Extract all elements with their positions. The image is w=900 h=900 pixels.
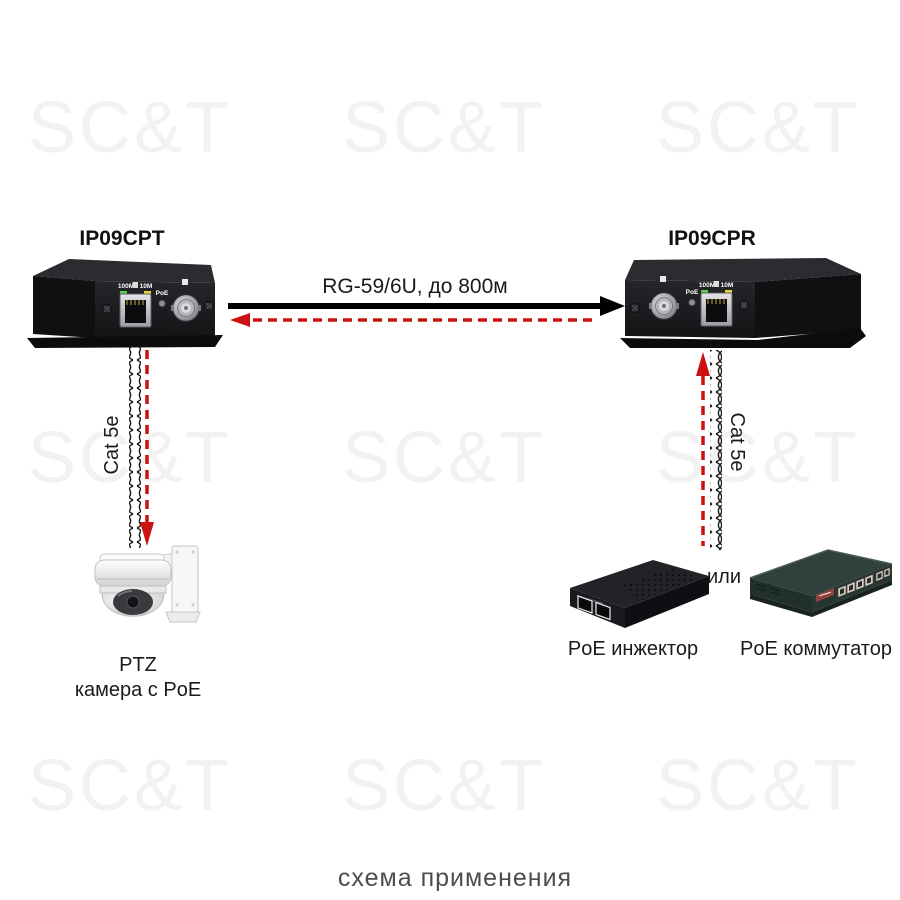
- device-mount-flange: [27, 335, 223, 348]
- watermark-logo: SC&T: [28, 88, 233, 168]
- watermark-logo: SC&T: [656, 418, 861, 498]
- power-cable: [696, 350, 722, 550]
- return-arrow-head: [230, 313, 250, 327]
- screw-slot: [205, 302, 213, 310]
- device-top-face: [33, 259, 215, 283]
- transmitter-title: IP09CPT: [79, 227, 165, 250]
- receiver-title: IP09CPR: [668, 227, 756, 250]
- watermark-logo: SC&T: [656, 88, 861, 168]
- ptz-camera-image: [94, 545, 201, 623]
- bnc-pin: [184, 306, 188, 310]
- bnc-tag: [182, 279, 188, 285]
- watermark-logo: SC&T: [28, 746, 233, 826]
- label-10m: 10M: [721, 282, 734, 289]
- watermark-logo: SC&T: [342, 88, 547, 168]
- port-opening: [877, 572, 882, 579]
- bracket-screw: [191, 550, 195, 554]
- injector-rj45-port: [577, 595, 593, 614]
- screw-slot: [740, 301, 748, 309]
- bracket-screw: [175, 603, 179, 607]
- link-act-icon: [713, 281, 719, 287]
- device-mount-flange: [620, 328, 866, 348]
- bnc-lug: [676, 303, 679, 309]
- watermark-logo: SC&T: [656, 746, 861, 826]
- port-opening: [885, 569, 889, 576]
- switch-label: PoE коммутатор: [740, 638, 892, 660]
- rj45-pins: [126, 300, 144, 305]
- injector-rj45-port: [595, 601, 611, 621]
- wall-bracket: [171, 545, 199, 613]
- diagram-caption: схема применения: [337, 864, 573, 892]
- bnc-lug: [649, 303, 652, 309]
- rj45-opening: [125, 300, 146, 323]
- device-side-face: [33, 276, 95, 338]
- lens-highlight: [117, 590, 133, 597]
- label-poe: PoE: [686, 289, 699, 296]
- twisted-pair-cable: [710, 350, 722, 550]
- rj45-opening: [706, 299, 727, 322]
- switch-top-face: [750, 550, 892, 596]
- poe-led: [688, 298, 696, 307]
- label-10m: 10M: [140, 283, 153, 290]
- power-flow-arrow-head: [140, 522, 154, 546]
- power-cable-label: Cat 5e: [726, 412, 748, 472]
- switch-vents: [755, 583, 781, 596]
- screw-slot: [631, 304, 639, 312]
- injector-label: PoE инжектор: [567, 638, 699, 660]
- transmitter-device-image: 100M 10M PoE: [27, 259, 223, 348]
- switch-base: [750, 580, 892, 617]
- label-100m: 100M: [118, 283, 134, 290]
- bracket-screw: [191, 603, 195, 607]
- label-100m: 100M: [699, 282, 715, 289]
- coax-link-arrows: [228, 296, 625, 327]
- camera-lens: [126, 595, 140, 609]
- camera-label: PTZ камера с PoE: [38, 653, 238, 703]
- receiver-device-image: PoE 100M 10M: [620, 258, 866, 348]
- poe-led: [158, 299, 166, 308]
- injector-vents: [621, 569, 701, 600]
- twisted-pair-cable: [129, 346, 141, 548]
- camera-cable-label: Cat 5e: [101, 415, 123, 475]
- forward-arrow-head: [600, 296, 625, 316]
- bnc-lug: [171, 305, 174, 311]
- switch-brand-label: [816, 588, 834, 602]
- screw-slot: [103, 305, 111, 313]
- camera-body: [94, 559, 172, 587]
- poe-switch-image: [749, 549, 893, 617]
- device-top-face: [625, 258, 861, 282]
- camera-cable: [129, 346, 154, 548]
- port-opening: [867, 577, 871, 584]
- coax-link-label: RG-59/6U, до 800м: [322, 275, 508, 298]
- device-side-face: [755, 274, 861, 338]
- link-act-icon: [132, 282, 138, 288]
- watermark-logo: SC&T: [28, 422, 232, 494]
- camera-label-line1: PTZ: [119, 654, 157, 676]
- bracket-screw: [175, 550, 179, 554]
- or-label: или: [706, 566, 741, 588]
- rj45-pins: [707, 299, 725, 304]
- brand-text-line: [819, 591, 831, 597]
- power-flow-arrow-head: [696, 352, 710, 376]
- switch-top-edge: [749, 549, 893, 579]
- label-poe: PoE: [156, 290, 169, 297]
- bnc-pin: [662, 304, 666, 308]
- injector-front-face: [625, 576, 709, 628]
- watermark-logo: SC&T: [342, 746, 547, 826]
- port-opening: [858, 580, 862, 588]
- bnc-tag: [660, 276, 666, 282]
- watermark-logo: SC&T: [342, 418, 547, 498]
- poe-injector-image: [570, 560, 709, 628]
- port-opening: [849, 584, 853, 591]
- bracket-foot: [165, 611, 201, 623]
- port-opening: [840, 588, 844, 595]
- camera-label-line2: камера с PoE: [74, 679, 202, 701]
- bnc-lug: [198, 305, 201, 311]
